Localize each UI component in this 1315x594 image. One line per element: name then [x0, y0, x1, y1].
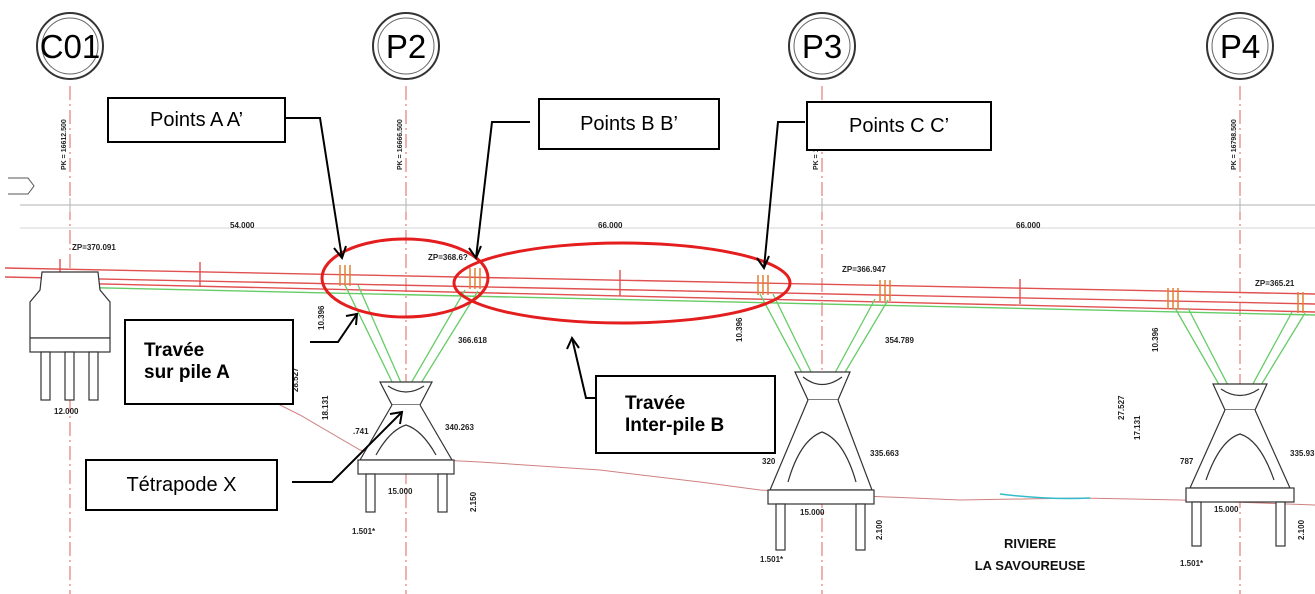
callout-points-b-label: Points B B’ — [580, 112, 678, 135]
axis-label-p2: P2 — [386, 28, 426, 65]
level-p3b: 335.663 — [870, 449, 899, 458]
pile-label-p3: 1.501* — [760, 555, 784, 564]
dim-w-p4: 15.000 — [1214, 505, 1239, 514]
axis-label-p4: P4 — [1220, 28, 1260, 65]
callout-travee-a-line2: sur pile A — [144, 362, 230, 383]
deck-bottom-flange — [61, 286, 1315, 316]
dim-h-p2c: 28.527 — [291, 367, 300, 392]
leader-arrow-points-a — [285, 117, 347, 261]
level-zp-p3: ZP=366.947 — [842, 265, 886, 274]
callout-tetrapode-label: Tétrapode X — [126, 473, 237, 496]
deck-profile — [4, 259, 1315, 313]
level-p3a: 354.789 — [885, 336, 914, 345]
river-label-line1: RIVIERE — [1004, 536, 1056, 551]
dim-w-p2: 15.000 — [388, 487, 413, 496]
section-arrow-icon — [8, 177, 35, 195]
bearing-d — [879, 280, 891, 301]
axis-bubble-c01: C01 — [36, 12, 104, 80]
axis-label-p3: P3 — [802, 28, 842, 65]
level-p2a: 366.618 — [458, 336, 487, 345]
callout-points-b: Points B B’ — [538, 98, 720, 150]
river-label-line2: LA SAVOUREUSE — [975, 558, 1086, 573]
axis-bubble-p3: P3 — [788, 12, 856, 80]
dim-h-p3a: 10.396 — [735, 317, 744, 342]
callout-travee-b-line1: Travée — [625, 392, 686, 414]
pk-label-p2: PK = 16666.500 — [397, 119, 404, 170]
callout-points-a-label: Points A A’ — [149, 108, 244, 131]
pile-label-p2: 1.501* — [352, 527, 376, 536]
axis-label-c01: C01 — [40, 28, 101, 65]
dim-h-p4a: 10.396 — [1151, 327, 1160, 352]
callout-points-a: Points A A’ — [107, 97, 286, 143]
dim-e-p2: .741 — [353, 427, 369, 436]
level-p2b: 340.263 — [445, 423, 474, 432]
bearing-c — [757, 275, 769, 295]
dim-d-p3: 2.100 — [875, 519, 884, 540]
level-zp-c01: ZP=370.091 — [72, 243, 116, 252]
leader-arrow-travee-b — [566, 335, 596, 399]
tetrapod-pier-p4 — [1185, 383, 1295, 547]
axis-bubble-p2: P2 — [372, 12, 440, 80]
tetrapod-pier-p3 — [767, 371, 875, 551]
dim-e-p3: 320 — [762, 457, 776, 466]
highlight-ellipse-travee-b — [452, 241, 792, 325]
pile-label-p4: 1.501* — [1180, 559, 1204, 568]
strut-p3 — [759, 293, 889, 385]
bearing-b — [469, 268, 481, 289]
span-length-2: 66.000 — [598, 221, 623, 230]
leader-arrow-tetrapode — [292, 410, 404, 483]
level-zp-p2: ZP=368.6? — [428, 253, 468, 262]
leader-arrow-points-c — [756, 121, 805, 271]
pk-label-p4: PK = 16798.500 — [1231, 119, 1238, 170]
callout-points-c-label: Points C C’ — [848, 114, 950, 137]
highlight-ellipse-travee-a — [320, 237, 490, 319]
dim-h-p3c: 27.527 — [1117, 395, 1126, 420]
callout-travee-a: Travée sur pile A — [124, 319, 294, 405]
callout-travee-b: Travée Inter-pile B — [595, 375, 776, 454]
river-water-line — [999, 493, 1091, 500]
level-p4b: 335.93 — [1290, 449, 1315, 458]
pk-label-c01: PK = 16612.500 — [61, 119, 68, 170]
callout-travee-b-line2: Inter-pile B — [625, 414, 725, 436]
dim-d-p2: 2.150 — [469, 491, 478, 512]
callout-points-c: Points C C’ — [806, 101, 992, 151]
level-zp-p4: ZP=365.21 — [1255, 279, 1295, 288]
span-length-3: 66.000 — [1016, 221, 1041, 230]
dim-h-p3b: 17.131 — [1133, 415, 1142, 440]
leader-arrow-points-b — [468, 121, 530, 261]
bearing-a — [339, 265, 351, 286]
callout-tetrapode: Tétrapode X — [85, 459, 278, 511]
tetrapod-pier-p2 — [357, 381, 455, 513]
dim-e-p4: 787 — [1180, 457, 1194, 466]
axis-bubble-p4: P4 — [1206, 12, 1274, 80]
dim-h-p2a: 10.396 — [317, 305, 326, 330]
dim-d-p4: 2.100 — [1297, 519, 1306, 540]
strut-p2 — [344, 284, 479, 389]
strut-p4 — [1174, 307, 1306, 396]
bearing-f — [1297, 292, 1304, 313]
dim-w-p3: 15.000 — [800, 508, 825, 517]
callout-travee-a-line1: Travée — [144, 340, 205, 362]
dim-h-p2b: 18.131 — [321, 395, 330, 420]
leader-arrow-travee-a — [310, 312, 359, 343]
abutment-c01 — [29, 271, 111, 401]
dim-c01-width: 12.000 — [54, 407, 79, 416]
bearing-e — [1167, 288, 1179, 309]
span-length-1: 54.000 — [230, 221, 255, 230]
